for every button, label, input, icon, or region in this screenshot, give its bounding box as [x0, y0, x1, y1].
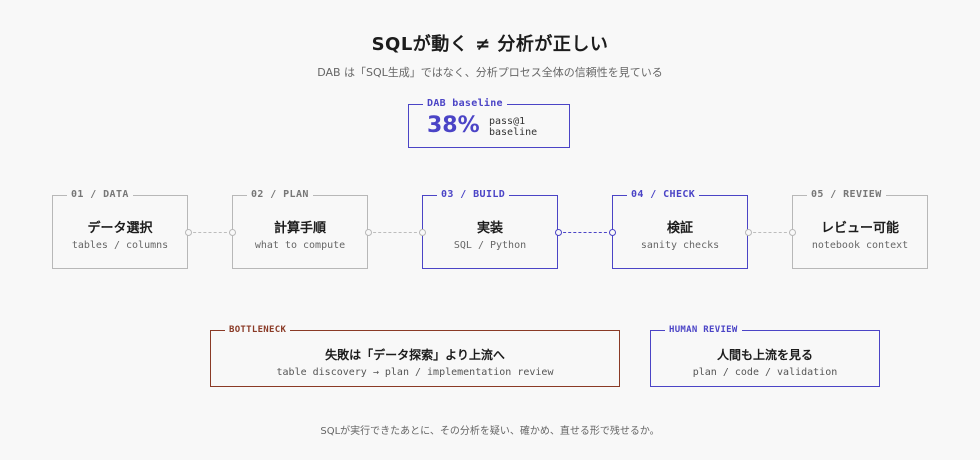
stage-tag: 05 / REVIEW — [807, 189, 886, 201]
bottleneck-title: 失敗は「データ探索」より上流へ — [325, 348, 505, 362]
stage-tag: 04 / CHECK — [627, 189, 700, 201]
human-review-box: HUMAN REVIEW 人間も上流を見る plan / code / vali… — [650, 324, 880, 387]
connector-dot — [789, 229, 796, 236]
stage-check: 04 / CHECK 検証 sanity checks — [612, 189, 748, 269]
bottleneck-box: BOTTLENECK 失敗は「データ探索」より上流へ table discove… — [210, 324, 620, 387]
stage-subtitle: tables / columns — [71, 240, 169, 251]
connector-dot — [185, 229, 192, 236]
stage-data: 01 / DATA データ選択 tables / columns — [52, 189, 188, 269]
footer-text: SQLが実行できたあとに、その分析を疑い、確かめ、直せる形で残せるか。 — [320, 426, 660, 437]
stage-subtitle: sanity checks — [640, 240, 720, 251]
stage-tag: 03 / BUILD — [437, 189, 510, 201]
baseline-box: DAB baseline 38% pass@1 baseline — [408, 98, 570, 148]
connector-dot — [745, 229, 752, 236]
stage-title: データ選択 — [87, 221, 153, 236]
stage-title: 検証 — [666, 221, 693, 236]
human-review-tag: HUMAN REVIEW — [665, 324, 742, 336]
baseline-note-line2: baseline — [489, 127, 538, 138]
stage-plan: 02 / PLAN 計算手順 what to compute — [232, 189, 368, 269]
human-review-subtitle: plan / code / validation — [692, 367, 838, 378]
connector-3-4 — [558, 232, 612, 233]
connector-dot — [609, 229, 616, 236]
stage-tag: 01 / DATA — [67, 189, 133, 201]
connector-dot — [229, 229, 236, 236]
stage-build: 03 / BUILD 実装 SQL / Python — [422, 189, 558, 269]
stage-title: 計算手順 — [273, 221, 326, 236]
page-title: SQLが動く ≠ 分析が正しい — [371, 34, 609, 55]
stage-title: レビュー可能 — [820, 221, 899, 236]
connector-dot — [419, 229, 426, 236]
connector-1-2 — [188, 232, 232, 233]
baseline-value: 38% — [427, 113, 480, 138]
page-subtitle: DAB は「SQL生成」ではなく、分析プロセス全体の信頼性を見ている — [317, 66, 663, 79]
bottleneck-subtitle: table discovery → plan / implementation … — [276, 367, 554, 378]
connector-dot — [365, 229, 372, 236]
baseline-note-line1: pass@1 — [489, 116, 526, 127]
connector-4-5 — [748, 232, 792, 233]
stage-subtitle: what to compute — [254, 240, 346, 251]
bottleneck-tag: BOTTLENECK — [225, 324, 291, 336]
baseline-note: pass@1 baseline — [489, 116, 537, 138]
stage-tag: 02 / PLAN — [247, 189, 313, 201]
stage-title: 実装 — [476, 221, 503, 236]
stage-review: 05 / REVIEW レビュー可能 notebook context — [792, 189, 928, 269]
connector-dot — [555, 229, 562, 236]
stage-subtitle: notebook context — [811, 240, 909, 251]
baseline-tag: DAB baseline — [423, 98, 507, 110]
human-review-title: 人間も上流を見る — [716, 348, 813, 362]
connector-2-3 — [368, 232, 422, 233]
stage-subtitle: SQL / Python — [453, 240, 527, 251]
